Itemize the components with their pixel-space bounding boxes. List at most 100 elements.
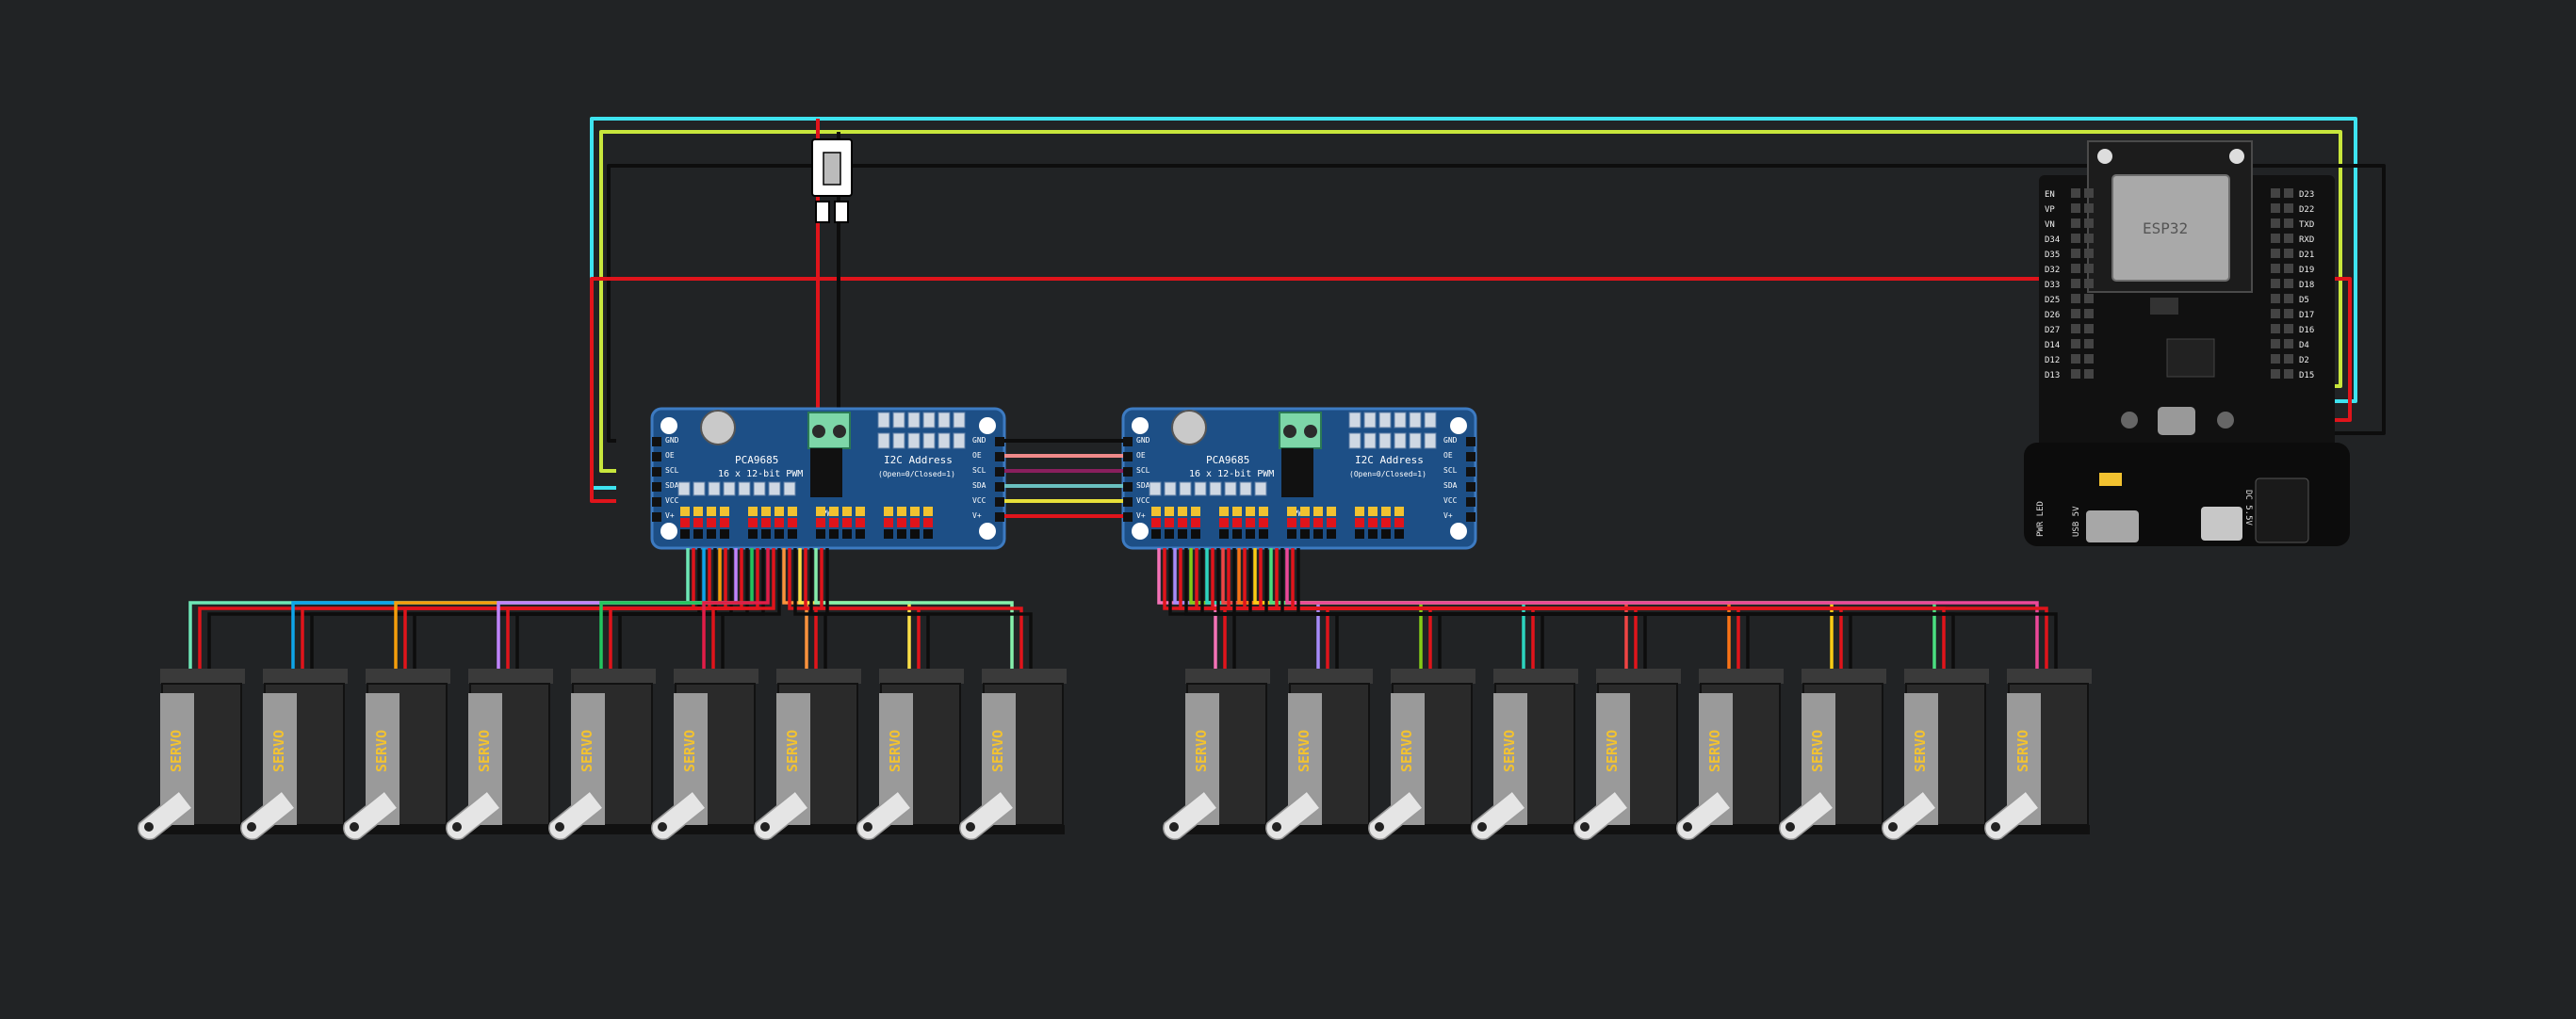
header-pin[interactable] [1368, 529, 1378, 539]
header-pin[interactable] [2071, 249, 2080, 258]
header-pin[interactable] [2271, 218, 2280, 228]
header-pin[interactable] [1327, 529, 1336, 539]
header-pin[interactable] [2271, 249, 2280, 258]
header-pin[interactable] [707, 518, 716, 527]
header-pin[interactable] [680, 507, 690, 516]
header-pin[interactable] [1191, 518, 1200, 527]
jumper-pad[interactable] [892, 432, 905, 449]
header-pin[interactable] [816, 518, 825, 527]
header-pin[interactable] [1232, 529, 1242, 539]
header-pin[interactable] [2271, 339, 2280, 348]
header-pin[interactable] [1381, 518, 1391, 527]
header-pin[interactable] [2284, 249, 2293, 258]
servo-power-wire[interactable] [609, 548, 759, 678]
header-pin[interactable] [2084, 324, 2094, 333]
header-pin[interactable] [816, 507, 825, 516]
jumper-pad[interactable] [1194, 481, 1207, 496]
pca9685-board-left[interactable]: PCA9685 16 x 12-bit PWM I2C Address (Ope… [650, 407, 1006, 550]
header-pin[interactable] [2071, 203, 2080, 213]
header-pin[interactable] [1151, 529, 1161, 539]
header-pin[interactable] [2071, 188, 2080, 198]
header-pin[interactable] [1381, 529, 1391, 539]
header-pin[interactable] [1246, 507, 1255, 516]
header-pin[interactable] [1165, 529, 1174, 539]
header-pin[interactable] [2284, 309, 2293, 318]
header-pin[interactable] [2271, 188, 2280, 198]
header-pin[interactable] [2071, 218, 2080, 228]
header-pin[interactable] [1191, 529, 1200, 539]
header-pin[interactable] [2071, 324, 2080, 333]
jumper-pad[interactable] [877, 432, 890, 449]
header-pin[interactable] [1178, 507, 1187, 516]
header-pin[interactable] [1466, 437, 1475, 446]
jumper-pad[interactable] [892, 412, 905, 429]
servo-ground-wire[interactable] [825, 548, 1033, 678]
header-pin[interactable] [2084, 369, 2094, 379]
header-pin[interactable] [2271, 294, 2280, 303]
header-pin[interactable] [2084, 249, 2094, 258]
jumper-pad[interactable] [1348, 432, 1361, 449]
usb-5v-port[interactable] [2201, 507, 2242, 541]
header-pin[interactable] [2084, 354, 2094, 364]
jumper-pad[interactable] [723, 481, 736, 496]
servo-power-wire[interactable] [1291, 548, 2048, 678]
servo-motor[interactable]: SERVO [754, 669, 861, 840]
header-pin[interactable] [652, 452, 661, 461]
header-pin[interactable] [1313, 507, 1323, 516]
header-pin[interactable] [2084, 309, 2094, 318]
header-pin[interactable] [2084, 203, 2094, 213]
header-pin[interactable] [1313, 529, 1323, 539]
header-pin[interactable] [1394, 507, 1404, 516]
header-pin[interactable] [1151, 518, 1161, 527]
header-pin[interactable] [720, 518, 729, 527]
gnd-wire-black[interactable] [607, 164, 2386, 443]
header-pin[interactable] [1151, 507, 1161, 516]
header-pin[interactable] [1219, 507, 1229, 516]
header-pin[interactable] [1259, 518, 1268, 527]
header-pin[interactable] [1466, 497, 1475, 507]
header-pin[interactable] [693, 507, 703, 516]
jumper-pad[interactable] [1378, 432, 1392, 449]
header-pin[interactable] [856, 518, 865, 527]
header-pin[interactable] [2284, 324, 2293, 333]
header-pin[interactable] [774, 518, 784, 527]
header-pin[interactable] [897, 529, 906, 539]
header-pin[interactable] [816, 529, 825, 539]
header-pin[interactable] [1327, 507, 1336, 516]
header-pin[interactable] [2071, 234, 2080, 243]
header-pin[interactable] [2271, 309, 2280, 318]
header-pin[interactable] [707, 507, 716, 516]
header-pin[interactable] [2084, 264, 2094, 273]
header-pin[interactable] [774, 507, 784, 516]
en-button[interactable] [2217, 412, 2234, 429]
servo-motor[interactable]: SERVO [1265, 669, 1373, 840]
header-pin[interactable] [1259, 529, 1268, 539]
servo-power-wire[interactable] [788, 548, 818, 678]
header-pin[interactable] [1300, 529, 1310, 539]
header-pin[interactable] [652, 482, 661, 492]
header-pin[interactable] [910, 529, 920, 539]
header-pin[interactable] [748, 507, 758, 516]
power-plug-connector[interactable] [811, 138, 853, 223]
servo-signal-wire[interactable] [1285, 548, 2039, 678]
header-pin[interactable] [2084, 188, 2094, 198]
jumper-pad[interactable] [1363, 432, 1377, 449]
header-pin[interactable] [897, 518, 906, 527]
jumper-pad[interactable] [1254, 481, 1267, 496]
servo-motor[interactable]: SERVO [1573, 669, 1681, 840]
jumper-pad[interactable] [1348, 412, 1361, 429]
servo-signal-wire[interactable] [814, 548, 1014, 678]
servo-motor[interactable]: SERVO [651, 669, 758, 840]
jumper-pad[interactable] [1179, 481, 1192, 496]
header-pin[interactable] [2084, 294, 2094, 303]
jumper-pad[interactable] [768, 481, 781, 496]
header-pin[interactable] [1123, 497, 1133, 507]
header-pin[interactable] [1355, 507, 1364, 516]
header-pin[interactable] [1123, 482, 1133, 492]
header-pin[interactable] [842, 518, 852, 527]
servo-ground-wire[interactable] [721, 548, 781, 678]
header-pin[interactable] [2271, 369, 2280, 379]
header-pin[interactable] [2284, 264, 2293, 273]
